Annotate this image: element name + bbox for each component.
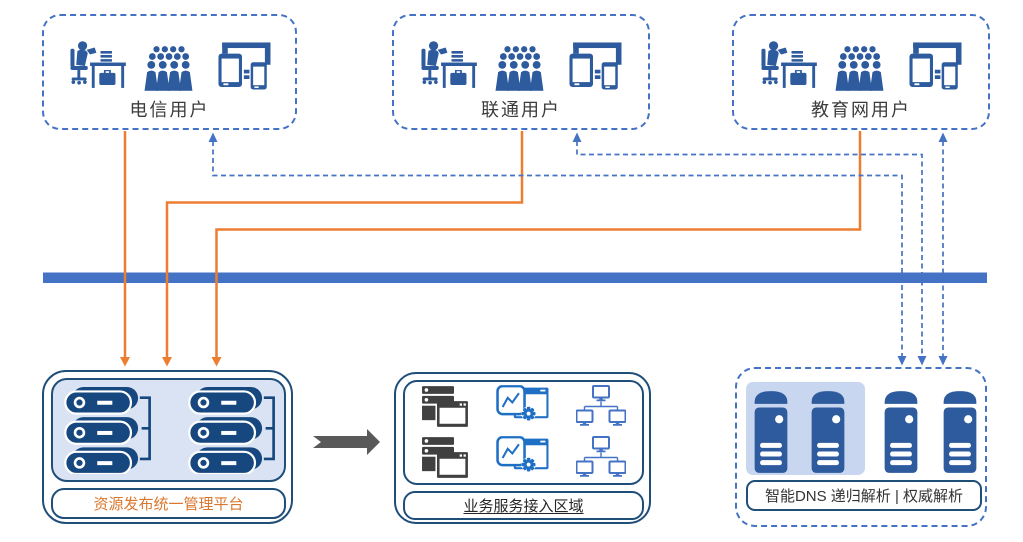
server-tower-icon [881,389,921,475]
responsive-devices-icon [562,40,624,92]
network-topology-icon [576,436,626,480]
server-cluster-icon [58,387,156,474]
user-group-icons [67,34,273,92]
monitor-app-icon [496,385,550,429]
user-group-icons [758,34,964,92]
response-lines [212,141,944,357]
server-cluster-icon [182,387,280,474]
server-window-icon [421,385,470,429]
user-group-unicom: 联通用户 [392,14,650,130]
monitor-app-icon [496,436,550,480]
service-area-box: 业务服务接入区域 [394,372,651,524]
user-group-telecom: 电信用户 [42,14,297,130]
user-group-label: 教育网用户 [811,100,911,120]
platform-server-panel [51,378,286,482]
office-user-icon [758,40,818,92]
user-group-icons [418,34,624,92]
user-group-label: 联通用户 [481,100,561,120]
service-icon-panel [403,380,644,485]
network-topology-icon [576,385,626,429]
service-icon-row [421,436,626,480]
crowd-icon [144,44,194,92]
service-icon-row [421,385,626,429]
user-group-label: 电信用户 [129,100,210,120]
service-area-label: 业务服务接入区域 [403,491,644,520]
response-arrowheads [208,132,948,366]
request-arrowheads [120,357,222,367]
crowd-icon [835,44,885,92]
responsive-devices-icon [211,40,273,92]
crowd-icon [495,44,545,92]
server-tower-icon [940,389,980,475]
server-tower-icon [751,389,791,475]
server-tower-icon [808,389,848,475]
dns-box: 智能DNS 递归解析 | 权威解析 [735,367,987,527]
platform-box: 资源发布统一管理平台 [42,370,293,524]
platform-label: 资源发布统一管理平台 [51,488,286,519]
backbone-bar [43,272,987,283]
dns-label: 智能DNS 递归解析 | 权威解析 [746,480,982,511]
request-lines [123,131,862,358]
responsive-devices-icon [902,40,964,92]
server-window-icon [421,436,470,480]
office-user-icon [67,40,127,92]
user-group-education: 教育网用户 [732,14,990,130]
flow-arrow [313,429,380,455]
office-user-icon [418,40,478,92]
